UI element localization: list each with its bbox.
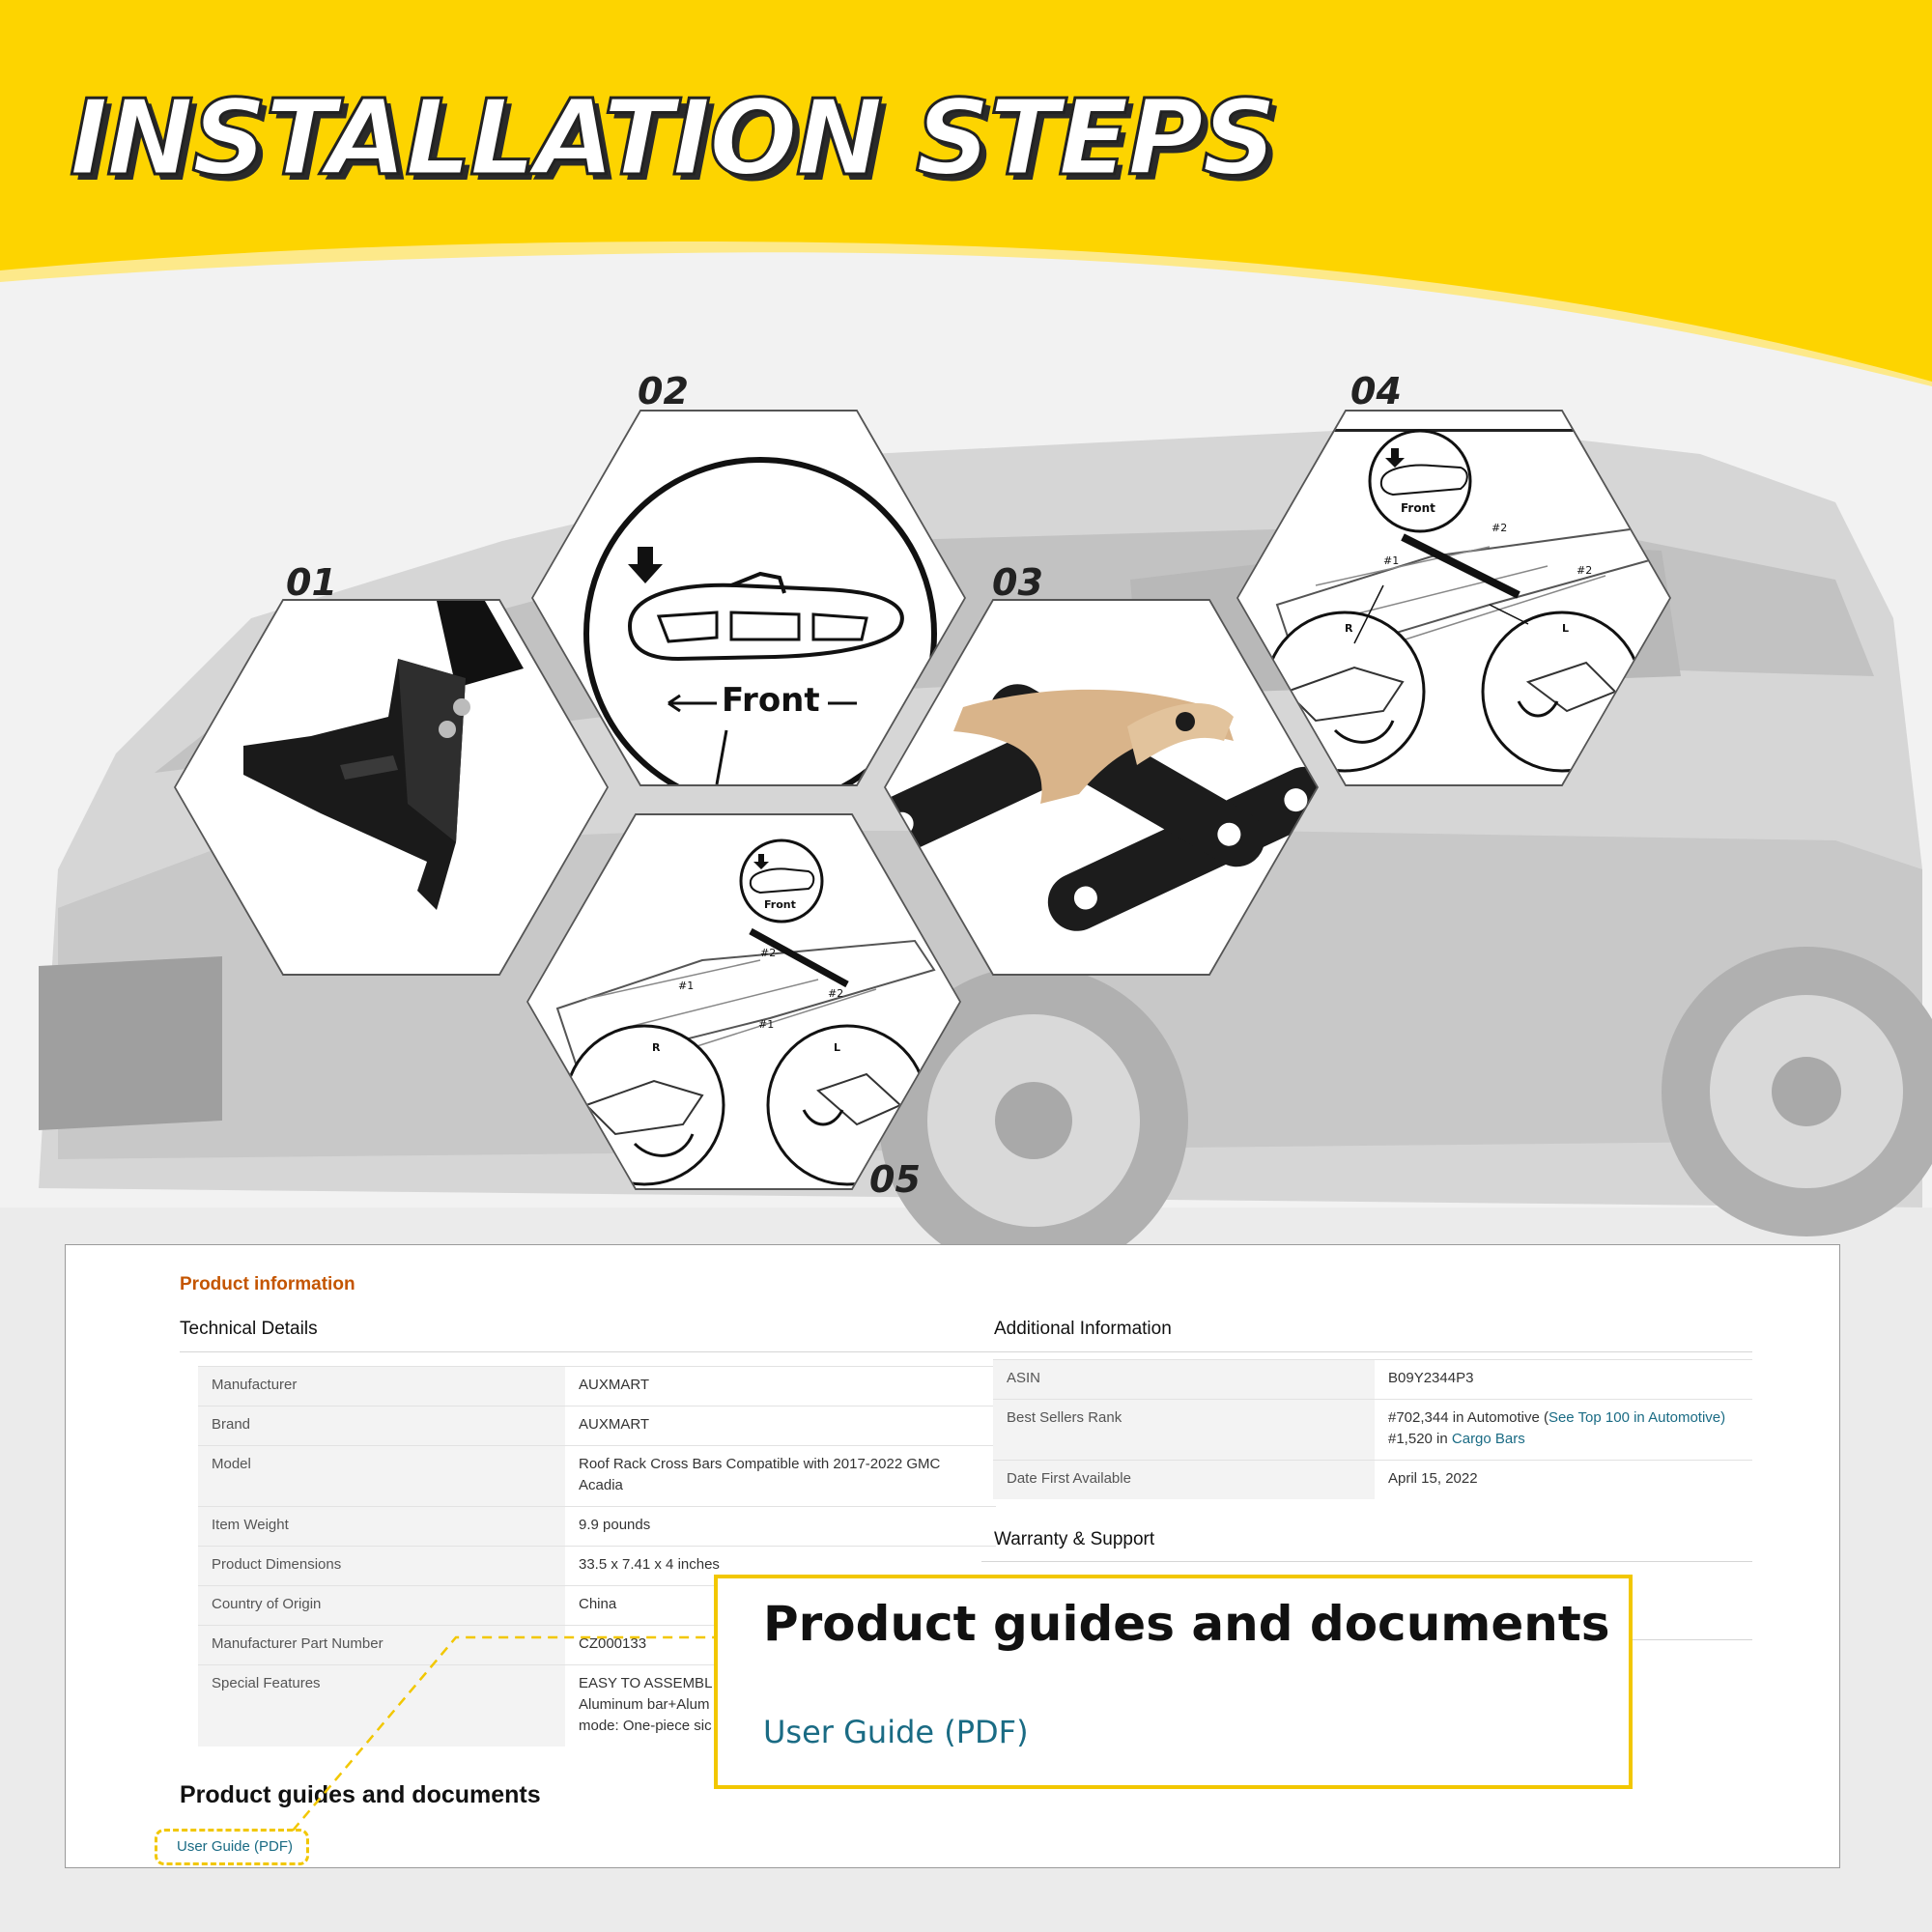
spec-value: AUXMART [565, 1366, 996, 1406]
table-row: Date First Available April 15, 2022 [993, 1460, 1752, 1499]
user-guide-highlight: User Guide (PDF) [155, 1829, 309, 1865]
cargo-bars-link[interactable]: Cargo Bars [1451, 1431, 1525, 1447]
header-banner [0, 0, 1932, 386]
guides-callout-box: Product guides and documents User Guide … [714, 1575, 1633, 1789]
rank-text: #702,344 in Automotive ( [1388, 1409, 1548, 1426]
best-sellers-rank-value: #702,344 in Automotive (See Top 100 in A… [1375, 1399, 1752, 1461]
callout-04-r: R [1345, 622, 1353, 635]
table-row: Manufacturer AUXMART [198, 1366, 996, 1406]
callout-05-2b: #2 [828, 987, 843, 1000]
spec-key: Special Features [198, 1664, 565, 1747]
rank-text: #1,520 in [1388, 1431, 1452, 1447]
callout-05-1a: #1 [678, 980, 694, 992]
callout-05-r: R [652, 1041, 661, 1054]
info-key: Date First Available [993, 1460, 1375, 1499]
step-02-number: 02 [638, 370, 689, 412]
see-top-100-link[interactable]: See Top 100 in Automotive [1548, 1409, 1721, 1426]
callout-04-2b: #2 [1577, 564, 1592, 577]
rank-close-paren: ) [1720, 1409, 1726, 1426]
callout-04-l: L [1562, 622, 1569, 635]
rubber-pads-illustration [886, 684, 1317, 931]
table-row: Model Roof Rack Cross Bars Compatible wi… [198, 1445, 996, 1507]
product-info-heading: Product information [180, 1274, 355, 1294]
additional-info-title: Additional Information [994, 1319, 1172, 1339]
spec-value: Roof Rack Cross Bars Compatible with 201… [565, 1445, 996, 1507]
front-label: Front [722, 681, 820, 720]
step-03-hexagon [884, 599, 1319, 976]
table-row: ASIN B09Y2344P3 [993, 1359, 1752, 1400]
technical-details-title: Technical Details [180, 1319, 318, 1339]
additional-info-table: ASIN B09Y2344P3 Best Sellers Rank #702,3… [993, 1359, 1752, 1499]
callout-04-1: #1 [1383, 554, 1399, 567]
spec-key: Model [198, 1445, 565, 1507]
info-key: ASIN [993, 1359, 1375, 1400]
warranty-divider [981, 1561, 1752, 1562]
date-value: April 15, 2022 [1375, 1460, 1752, 1499]
front-label-05: Front [764, 898, 796, 911]
callout-05-1b: #1 [758, 1018, 774, 1031]
front-direction-diagram: Front [583, 457, 937, 784]
spec-key: Country of Origin [198, 1585, 565, 1626]
spec-key: Manufacturer [198, 1366, 565, 1406]
step-03-number: 03 [992, 561, 1043, 604]
technical-details-divider [180, 1351, 1015, 1352]
step-04-number: 04 [1350, 370, 1402, 412]
table-row: Product Dimensions 33.5 x 7.41 x 4 inche… [198, 1546, 996, 1586]
callout-title: Product guides and documents [763, 1596, 1610, 1652]
spec-key: Brand [198, 1406, 565, 1446]
spec-value: 9.9 pounds [565, 1506, 996, 1547]
spec-key: Product Dimensions [198, 1546, 565, 1586]
spec-key: Item Weight [198, 1506, 565, 1547]
step-01-hexagon [174, 599, 609, 976]
page-title: INSTALLATION STEPS [69, 78, 1279, 199]
step-02-hexagon: Front [531, 410, 966, 786]
step-01-number: 01 [286, 561, 337, 604]
step-05-number: 05 [869, 1158, 921, 1201]
callout-user-guide-link[interactable]: User Guide (PDF) [763, 1714, 1029, 1750]
info-key: Best Sellers Rank [993, 1399, 1375, 1461]
step-05-hexagon: Front #1 #1 #2 #2 R L [526, 813, 961, 1190]
callout-05-2a: #2 [760, 947, 776, 959]
additional-info-divider [981, 1351, 1752, 1352]
spec-value: AUXMART [565, 1406, 996, 1446]
table-row: Item Weight 9.9 pounds [198, 1506, 996, 1547]
table-row: Brand AUXMART [198, 1406, 996, 1446]
callout-04-2a: #2 [1492, 522, 1507, 534]
spec-key: Manufacturer Part Number [198, 1625, 565, 1665]
guides-heading: Product guides and documents [180, 1781, 541, 1808]
bracket-foot-illustration [243, 601, 524, 910]
asin-value: B09Y2344P3 [1375, 1359, 1752, 1400]
front-label-04: Front [1401, 501, 1435, 515]
callout-05-l: L [834, 1041, 840, 1054]
user-guide-link[interactable]: User Guide (PDF) [177, 1838, 294, 1855]
table-row: Best Sellers Rank #702,344 in Automotive… [993, 1399, 1752, 1461]
warranty-title: Warranty & Support [994, 1529, 1155, 1549]
